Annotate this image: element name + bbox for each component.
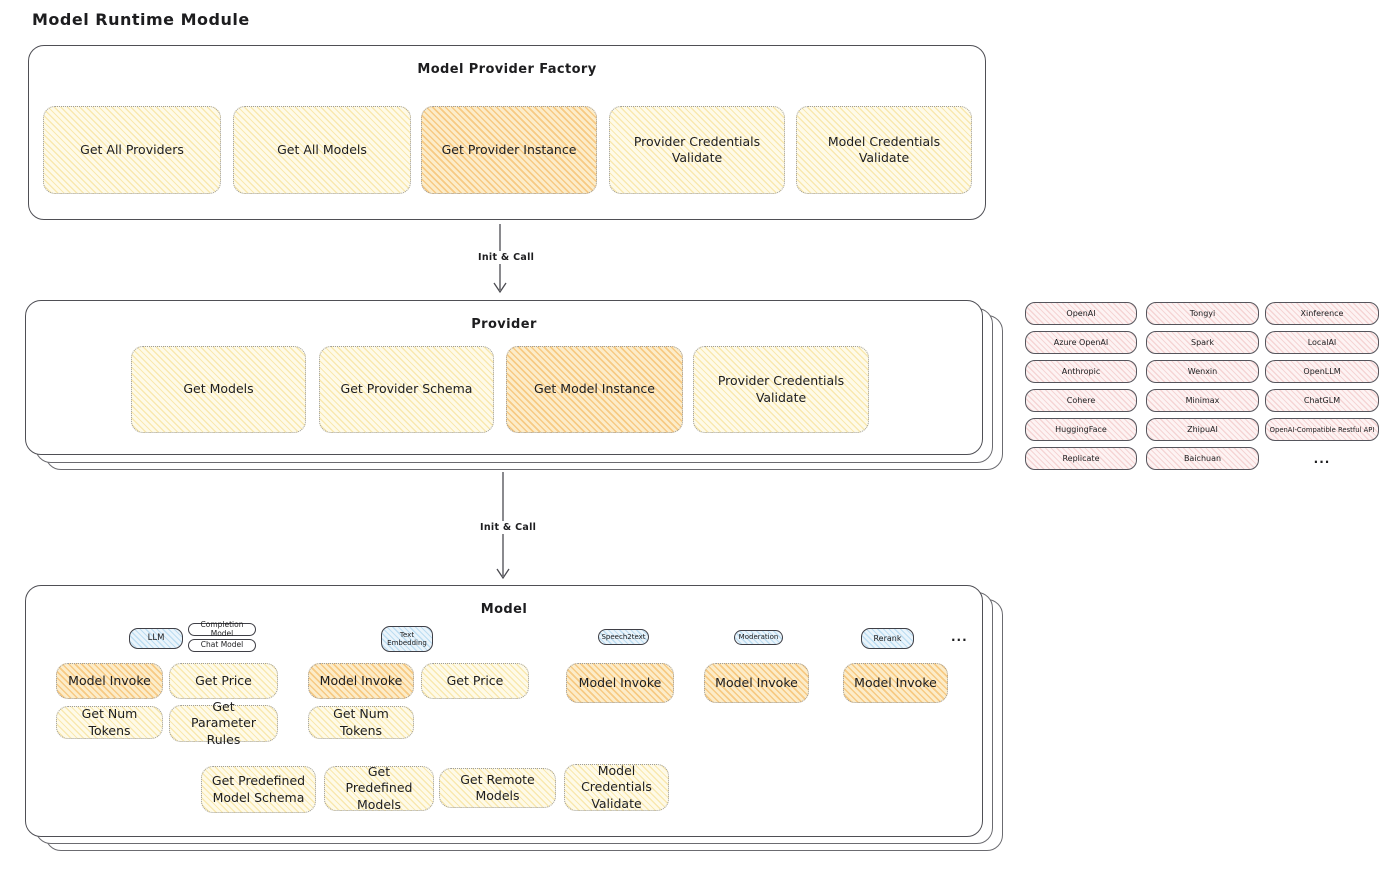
factory-box: Model Provider Factory Get All Providers… [28,45,986,220]
provider-box: Provider Get Models Get Provider Schema … [25,300,983,455]
model-op-llm-get-num-tokens: Get Num Tokens [56,706,163,739]
model-op-llm-model-invoke: Model Invoke [56,663,163,699]
provider-cell-localai: LocalAI [1265,331,1379,354]
provider-op-get-model-instance: Get Model Instance [506,346,683,433]
provider-cell-tongyi: Tongyi [1146,302,1259,325]
factory-op-get-all-providers: Get All Providers [43,106,221,194]
model-type-chip-chat-model: Chat Model [188,639,256,652]
model-op-llm-get-parameter-rules: Get Parameter Rules [169,699,278,747]
provider-cell-azure-openai: Azure OpenAI [1025,331,1137,354]
model-op-model-credentials-validate: Model Credentials Validate [564,763,669,811]
model-op-get-predefined-model-schema: Get Predefined Model Schema [201,766,316,813]
model-types-ellipsis: ... [951,630,968,644]
provider-cell-spark: Spark [1146,331,1259,354]
model-type-chip-completion-model: Completion Model [188,620,256,637]
provider-cell-openllm: OpenLLM [1265,360,1379,383]
provider-cell-anthropic: Anthropic [1025,360,1137,383]
provider-cell-xinference: Xinference [1265,302,1379,325]
arrow-label-init-call-2: Init & Call [476,521,541,534]
provider-cell-cohere: Cohere [1025,389,1137,412]
provider-op-provider-credentials-validate: Provider Credentials Validate [693,346,869,433]
provider-cell-zhipuai: ZhipuAI [1146,418,1259,441]
model-op-embedding-get-num-tokens: Get Num Tokens [308,706,414,739]
model-box: Model LLM Completion Model Chat Model Te… [25,585,983,837]
model-type-chip-moderation: Moderation [734,630,783,645]
model-op-speech2text-model-invoke: Model Invoke [566,663,674,703]
model-op-llm-get-price: Get Price [169,663,278,699]
model-op-embedding-model-invoke: Model Invoke [308,663,414,699]
provider-op-get-models: Get Models [131,346,306,433]
provider-cell-openai-compatible: OpenAI-Compatible Restful API [1265,418,1379,441]
factory-op-get-provider-instance: Get Provider Instance [421,106,597,194]
provider-grid-ellipsis: ... [1313,451,1331,466]
factory-op-provider-credentials-validate: Provider Credentials Validate [609,106,785,194]
model-type-chip-rerank: Rerank [861,628,914,649]
model-op-get-predefined-models: Get Predefined Models [324,764,434,812]
model-op-moderation-model-invoke: Model Invoke [704,663,809,703]
factory-title: Model Provider Factory [417,62,597,77]
factory-op-model-credentials-validate: Model Credentials Validate [796,106,972,194]
model-type-chip-speech2text: Speech2text [598,629,649,645]
factory-op-get-all-models: Get All Models [233,106,411,194]
provider-cell-minimax: Minimax [1146,389,1259,412]
model-title: Model [480,602,528,617]
provider-cell-wenxin: Wenxin [1146,360,1259,383]
model-op-get-remote-models: Get Remote Models [439,768,556,808]
model-type-chip-llm: LLM [129,628,183,649]
page-title: Model Runtime Module [32,10,250,29]
model-type-chip-text-embedding: Text Embedding [381,626,433,652]
provider-cell-huggingface: HuggingFace [1025,418,1137,441]
provider-title: Provider [471,317,537,332]
model-op-rerank-model-invoke: Model Invoke [843,663,948,703]
provider-cell-openai: OpenAI [1025,302,1137,325]
model-op-embedding-get-price: Get Price [421,663,529,699]
arrow-label-init-call-1: Init & Call [474,251,539,264]
provider-op-get-provider-schema: Get Provider Schema [319,346,494,433]
provider-cell-baichuan: Baichuan [1146,447,1259,470]
provider-cell-chatglm: ChatGLM [1265,389,1379,412]
provider-cell-replicate: Replicate [1025,447,1137,470]
